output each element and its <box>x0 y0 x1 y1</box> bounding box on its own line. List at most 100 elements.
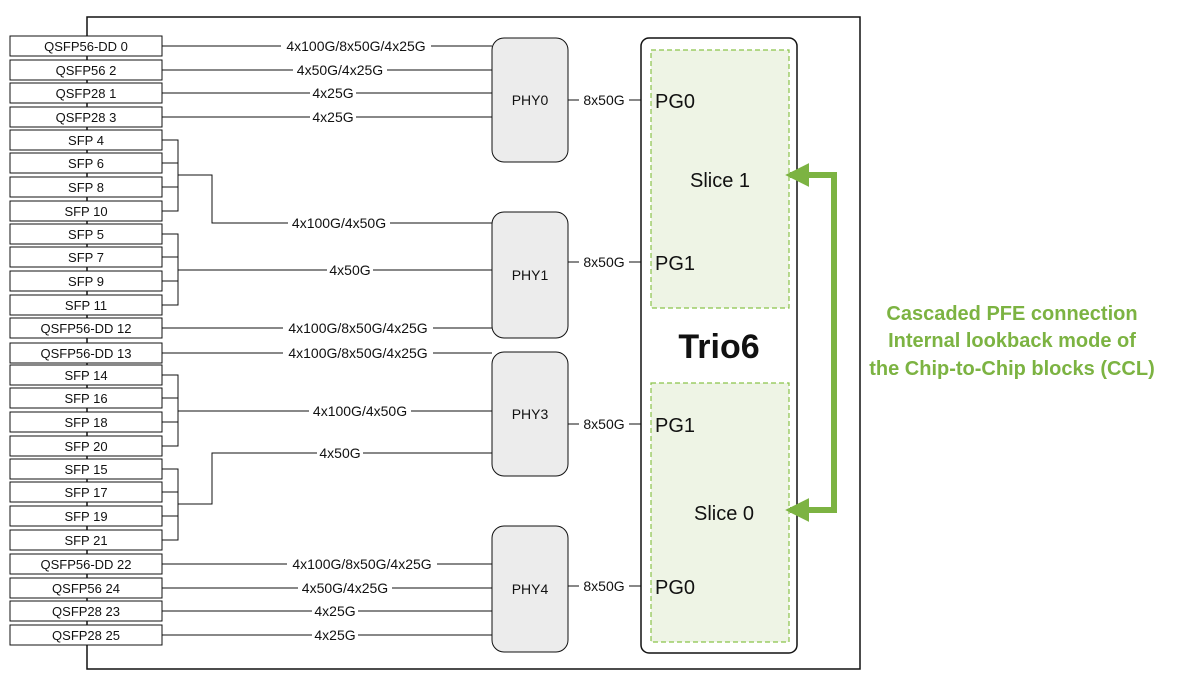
link-speed: 4x50G/4x25G <box>302 580 388 596</box>
phy-block: PHY4 <box>491 525 569 653</box>
label-backing <box>579 92 629 108</box>
link-speed: 4x50G <box>329 262 370 278</box>
phy-frame <box>491 351 569 477</box>
port-label: QSFP56-DD 13 <box>40 346 131 361</box>
phy-label: PHY0 <box>512 92 549 108</box>
label-backing <box>579 254 629 270</box>
port-label: QSFP56-DD 12 <box>40 321 131 336</box>
port-box: SFP 8 <box>9 176 163 198</box>
port-label: SFP 14 <box>64 368 107 383</box>
pg-label: PG1 <box>655 415 695 437</box>
port-label: SFP 19 <box>64 509 107 524</box>
port-label: SFP 7 <box>68 250 104 265</box>
port-box: SFP 9 <box>9 270 163 292</box>
phy-block: PHY1 <box>491 211 569 339</box>
port-label: QSFP28 1 <box>56 86 117 101</box>
phy-block: PHY0 <box>491 37 569 163</box>
port-label: SFP 17 <box>64 485 107 500</box>
port-box: QSFP56 2 <box>9 59 163 81</box>
phy-link-label: 8x50G <box>579 578 629 594</box>
port-box: SFP 21 <box>9 529 163 551</box>
port-box: SFP 16 <box>9 387 163 409</box>
link-speed: 4x25G <box>314 627 355 643</box>
port-label: SFP 9 <box>68 274 104 289</box>
label-backing <box>310 85 356 101</box>
phy-link-speed: 8x50G <box>583 416 624 432</box>
label-backing <box>283 320 433 336</box>
pg-label: PG0 <box>655 577 695 599</box>
phy-link-labels: 8x50G 8x50G 8x50G 8x50G <box>579 92 629 594</box>
link-label: 4x25G <box>312 627 358 643</box>
label-backing <box>312 627 358 643</box>
port-label: SFP 6 <box>68 156 104 171</box>
port-label: SFP 10 <box>64 204 107 219</box>
port-label: QSFP28 3 <box>56 110 117 125</box>
port-box: QSFP56-DD 0 <box>9 35 163 57</box>
port-label: QSFP56 2 <box>56 63 117 78</box>
label-backing <box>293 62 387 78</box>
phy-link-label: 8x50G <box>579 254 629 270</box>
link-speed: 4x100G/8x50G/4x25G <box>286 38 425 54</box>
phy-label: PHY4 <box>512 581 549 597</box>
link-label: 4x25G <box>310 85 356 101</box>
link-speed: 4x100G/4x50G <box>292 215 386 231</box>
port-box: SFP 11 <box>9 294 163 316</box>
link-label: 4x100G/8x50G/4x25G <box>281 38 431 54</box>
label-backing <box>317 445 363 461</box>
phy-label: PHY1 <box>512 267 549 283</box>
link-label: 4x100G/4x50G <box>309 403 411 419</box>
label-backing <box>327 262 373 278</box>
label-backing <box>288 215 390 231</box>
label-backing <box>287 556 437 572</box>
link-speed: 4x100G/8x50G/4x25G <box>288 345 427 361</box>
link-label: 4x50G/4x25G <box>293 62 387 78</box>
slice-label: Slice 1 <box>690 170 750 192</box>
port-box: SFP 6 <box>9 152 163 174</box>
link-speed: 4x25G <box>312 109 353 125</box>
link-label: 4x50G <box>317 445 363 461</box>
port-label: SFP 5 <box>68 227 104 242</box>
pg-label: PG1 <box>655 253 695 275</box>
phy-block: PHY3 <box>491 351 569 477</box>
chip-title: Trio6 <box>678 328 759 366</box>
phy-link-speed: 8x50G <box>583 578 624 594</box>
port-box: QSFP28 1 <box>9 82 163 104</box>
label-backing <box>309 403 411 419</box>
link-speed: 4x100G/8x50G/4x25G <box>292 556 431 572</box>
port-label: QSFP28 23 <box>52 604 120 619</box>
port-box: SFP 10 <box>9 200 163 222</box>
port-box: QSFP28 3 <box>9 106 163 128</box>
slice-1-region <box>650 49 790 309</box>
port-box: SFP 18 <box>9 411 163 433</box>
link-label: 4x50G/4x25G <box>298 580 392 596</box>
pg-label: PG0 <box>655 91 695 113</box>
link-label: 4x25G <box>310 109 356 125</box>
link-label: 4x100G/8x50G/4x25G <box>283 320 433 336</box>
link-label: 4x50G <box>327 262 373 278</box>
wires <box>162 45 651 636</box>
label-backing <box>312 603 358 619</box>
port-box: SFP 14 <box>9 364 163 386</box>
phy-label: PHY3 <box>512 406 549 422</box>
port-label: SFP 15 <box>64 462 107 477</box>
link-speed: 4x100G/4x50G <box>313 403 407 419</box>
link-speed: 4x25G <box>314 603 355 619</box>
port-label: QSFP56 24 <box>52 581 120 596</box>
port-label: SFP 20 <box>64 439 107 454</box>
link-speed: 4x50G <box>319 445 360 461</box>
port-label: QSFP56-DD 22 <box>40 557 131 572</box>
port-label: SFP 18 <box>64 415 107 430</box>
port-box: QSFP56-DD 12 <box>9 317 163 339</box>
link-speed: 4x100G/8x50G/4x25G <box>288 320 427 336</box>
port-box: QSFP56 24 <box>9 577 163 599</box>
slice-label: Slice 0 <box>694 503 754 525</box>
note-line: Cascaded PFE connection <box>886 303 1137 325</box>
port-box: QSFP28 25 <box>9 624 163 646</box>
phy-link-speed: 8x50G <box>583 92 624 108</box>
phy-frame <box>491 37 569 163</box>
phy-link-speed: 8x50G <box>583 254 624 270</box>
port-box: QSFP56-DD 22 <box>9 553 163 575</box>
